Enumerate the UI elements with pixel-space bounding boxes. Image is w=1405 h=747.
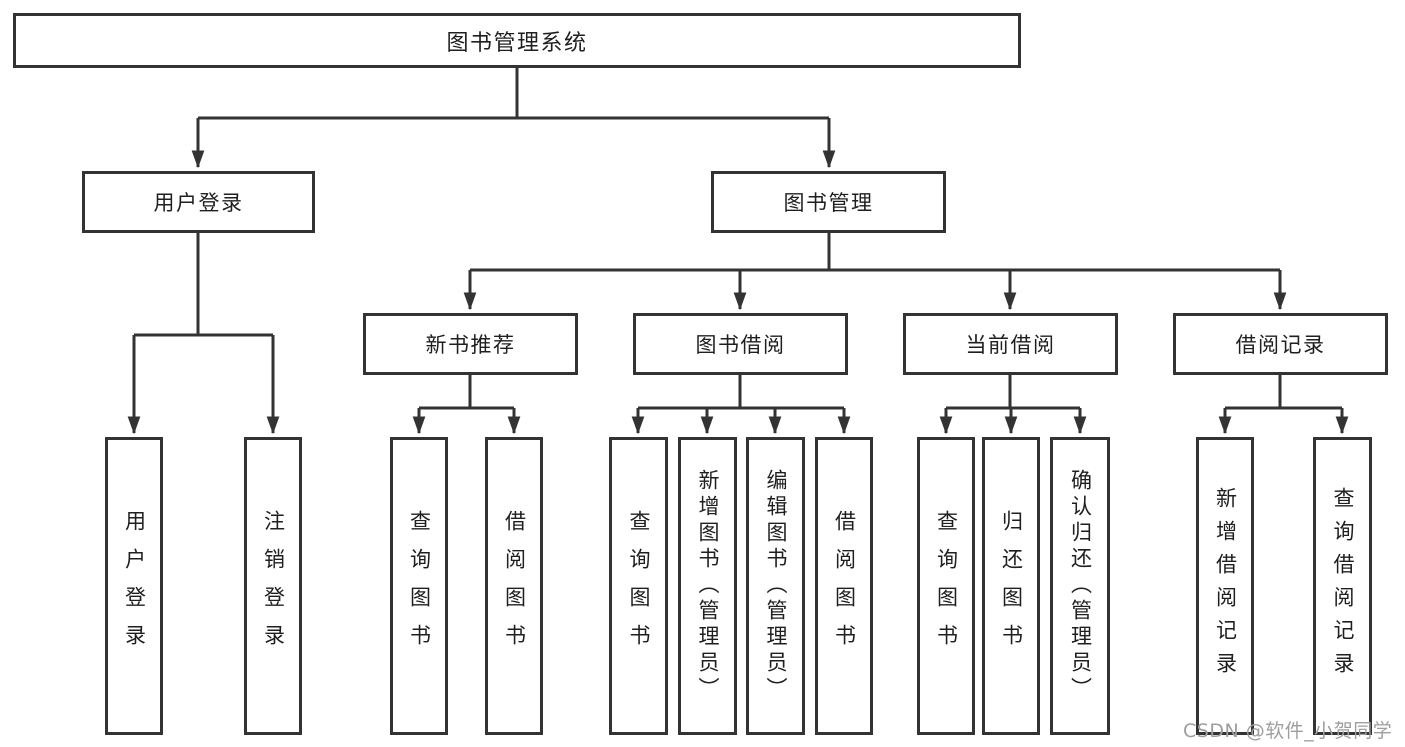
node-user-login-action: 用户登录 <box>105 437 163 735</box>
csdn-watermark: CSDN @软件_小贺同学 <box>1183 720 1393 742</box>
node-edit-book-admin-label: 编辑图书（管理员） <box>764 469 788 703</box>
node-query-books-recommend: 查询图书 <box>390 437 448 735</box>
node-add-borrow-record-label: 新增借阅记录 <box>1213 487 1238 685</box>
node-return-books: 归还图书 <box>982 437 1040 735</box>
node-confirm-return-admin: 确认归还（管理员） <box>1050 437 1110 735</box>
node-user-login-action-label: 用户登录 <box>122 510 147 662</box>
node-add-book-admin: 新增图书（管理员） <box>678 437 737 735</box>
node-book-management: 图书管理 <box>711 171 946 233</box>
node-user-login-label: 用户登录 <box>153 191 244 215</box>
node-query-books-current-label: 查询图书 <box>934 510 959 662</box>
node-edit-book-admin: 编辑图书（管理员） <box>746 437 805 735</box>
node-borrow-records: 借阅记录 <box>1173 313 1388 375</box>
node-query-borrow-record: 查询借阅记录 <box>1313 437 1372 735</box>
node-library-system: 图书管理系统 <box>13 13 1021 68</box>
node-add-borrow-record: 新增借阅记录 <box>1196 437 1254 735</box>
node-new-book-recommend: 新书推荐 <box>363 313 578 375</box>
node-add-book-admin-label: 新增图书（管理员） <box>696 469 720 703</box>
node-borrow-books: 借阅图书 <box>815 437 873 735</box>
node-logout-action-label: 注销登录 <box>261 510 286 662</box>
node-book-management-label: 图书管理 <box>783 191 874 215</box>
node-confirm-return-admin-label: 确认归还（管理员） <box>1068 469 1093 703</box>
node-book-borrow-label: 图书借阅 <box>695 333 786 357</box>
node-query-books-current: 查询图书 <box>917 437 975 735</box>
node-new-book-recommend-label: 新书推荐 <box>425 333 516 357</box>
node-current-borrow-label: 当前借阅 <box>965 333 1056 357</box>
node-borrow-books-recommend: 借阅图书 <box>485 437 543 735</box>
node-borrow-records-label: 借阅记录 <box>1235 333 1326 357</box>
node-book-borrow: 图书借阅 <box>633 313 848 375</box>
node-query-books-borrow-label: 查询图书 <box>627 510 651 662</box>
node-return-books-label: 归还图书 <box>999 510 1024 662</box>
node-borrow-books-recommend-label: 借阅图书 <box>502 510 527 662</box>
node-current-borrow: 当前借阅 <box>903 313 1118 375</box>
node-query-books-recommend-label: 查询图书 <box>407 510 432 662</box>
node-user-login: 用户登录 <box>82 171 315 233</box>
node-library-system-label: 图书管理系统 <box>446 30 588 56</box>
node-query-borrow-record-label: 查询借阅记录 <box>1331 487 1355 685</box>
node-logout-action: 注销登录 <box>244 437 302 735</box>
node-borrow-books-label: 借阅图书 <box>832 510 857 662</box>
node-query-books-borrow: 查询图书 <box>609 437 668 735</box>
